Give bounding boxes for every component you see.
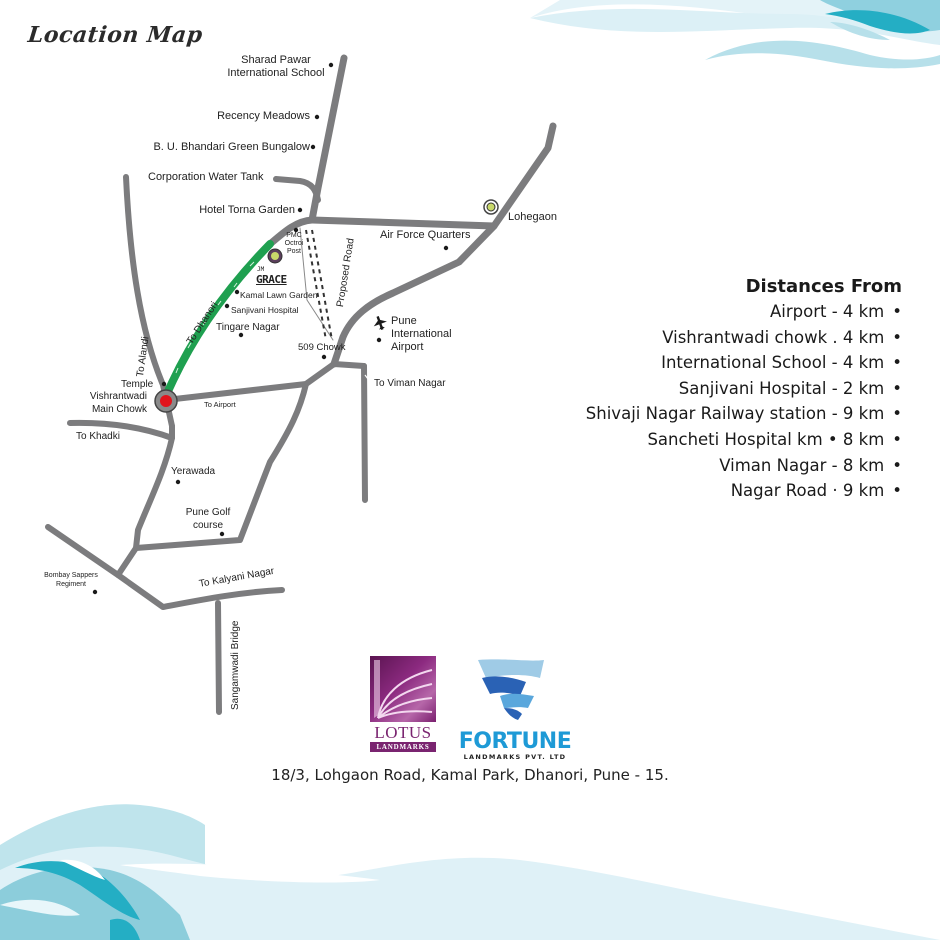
place-509-chowk: 509 Chowk xyxy=(298,342,346,353)
bullet-icon: • xyxy=(892,302,902,321)
place-vishrantwadi-chowk: Vishrantwadi Main Chowk xyxy=(90,390,147,416)
place-sharad-pawar: Sharad Pawar International School xyxy=(216,54,336,80)
place-bombay-sappers: Bombay Sappers Regiment xyxy=(36,571,106,589)
road-to-viman-nagar: To Viman Nagar xyxy=(374,378,446,389)
place-pune-golf: Pune Golf course xyxy=(178,506,238,532)
label-line: Airport xyxy=(391,341,424,353)
label-line: Octroi xyxy=(284,240,304,247)
place-air-force-quarters: Air Force Quarters xyxy=(380,229,471,241)
distance-row: Sancheti Hospital km • 8 km • xyxy=(586,427,902,453)
distance-row: International School - 4 km • xyxy=(586,350,902,376)
distances-panel: Distances From Airport - 4 km • Vishrantw… xyxy=(586,276,902,504)
address: 18/3, Lohgaon Road, Kamal Park, Dhanori,… xyxy=(271,766,669,784)
bullet-icon: • xyxy=(892,481,902,501)
label-line: International xyxy=(391,328,452,340)
page-title: Location Map xyxy=(26,22,205,48)
distance-label: Nagar Road · 9 km xyxy=(730,481,885,501)
place-sanjivani: Sanjivani Hospital xyxy=(231,305,299,315)
label-line: course xyxy=(192,520,223,531)
road-to-khadki: To Khadki xyxy=(76,431,120,442)
place-temple: Temple xyxy=(121,379,154,390)
distance-row: Sanjivani Hospital - 2 km • xyxy=(586,376,902,402)
fortune-emblem-icon xyxy=(478,659,544,720)
highlight-route-dhanori xyxy=(162,240,274,400)
distance-label: Vishrantwadi chowk . 4 km xyxy=(662,327,885,347)
distance-row: Nagar Road · 9 km • xyxy=(586,478,902,504)
road-sangamwadi-bridge: Sangamwadi Bridge xyxy=(230,620,241,711)
place-tingare-nagar: Tingare Nagar xyxy=(216,322,280,333)
place-bhandari-bungalow: B. U. Bhandari Green Bungalow xyxy=(153,141,310,153)
fortune-sub: LANDMARKS PVT. LTD xyxy=(463,753,567,761)
bullet-icon: • xyxy=(892,429,902,449)
project-grace-label: GRACE xyxy=(256,273,287,286)
lotus-logo: LOTUS LANDMARKS xyxy=(370,656,436,754)
bullet-icon: • xyxy=(892,378,902,398)
label-line: International School xyxy=(227,67,325,79)
place-water-tank: Corporation Water Tank xyxy=(148,171,264,183)
distance-label: Sancheti Hospital km • 8 km xyxy=(647,429,885,449)
label-line: Post xyxy=(286,248,301,255)
place-yerawada: Yerawada xyxy=(171,466,216,477)
airplane-icon xyxy=(373,316,387,330)
place-pune-airport: Pune International Airport xyxy=(391,315,452,354)
distance-row: Airport - 4 km • xyxy=(586,299,902,325)
fortune-logo: FORTUNE LANDMARKS PVT. LTD xyxy=(456,656,574,761)
place-lohegaon: Lohegaon xyxy=(508,211,557,223)
place-hotel-torna: Hotel Torna Garden xyxy=(199,204,295,216)
place-recency-meadows: Recency Meadows xyxy=(217,110,310,122)
distance-label: Airport - 4 km xyxy=(769,302,885,321)
bullet-icon: • xyxy=(892,455,902,475)
distance-row: Vishrantwadi chowk . 4 km • xyxy=(586,325,902,351)
label-line: Bombay Sappers xyxy=(44,572,98,579)
distance-label: International School - 4 km xyxy=(661,353,885,373)
bullet-icon: • xyxy=(892,404,902,424)
fortune-name: FORTUNE xyxy=(458,729,572,754)
bullet-icon: • xyxy=(892,327,902,347)
road-to-airport: To Airport xyxy=(204,400,236,409)
label-line: Pune Golf xyxy=(185,507,231,518)
distances-heading: Distances From xyxy=(745,276,902,297)
place-pmc-octroi: PMC Octroi Post xyxy=(281,232,307,256)
lotus-sub: LANDMARKS xyxy=(370,742,436,752)
lotus-name: LOTUS xyxy=(374,723,432,742)
label-line: Sharad Pawar xyxy=(241,54,311,66)
project-tag: JM xyxy=(257,266,265,273)
place-kamal-lawn: Kamal Lawn Garden xyxy=(240,290,318,300)
label-line: Pune xyxy=(391,315,417,327)
label-line: PMC xyxy=(286,232,302,239)
distance-label: Sanjivani Hospital - 2 km xyxy=(678,378,885,398)
distance-row: Shivaji Nagar Railway station - 9 km • xyxy=(586,401,902,427)
lotus-emblem-icon xyxy=(370,656,436,722)
label-line: Regiment xyxy=(56,581,86,588)
label-line: Vishrantwadi xyxy=(89,391,147,402)
distance-label: Shivaji Nagar Railway station - 9 km xyxy=(585,404,885,424)
bullet-icon: • xyxy=(892,353,902,373)
distance-row: Viman Nagar - 8 km • xyxy=(586,453,902,479)
distance-label: Viman Nagar - 8 km xyxy=(719,455,885,475)
label-line: Main Chowk xyxy=(91,404,147,415)
